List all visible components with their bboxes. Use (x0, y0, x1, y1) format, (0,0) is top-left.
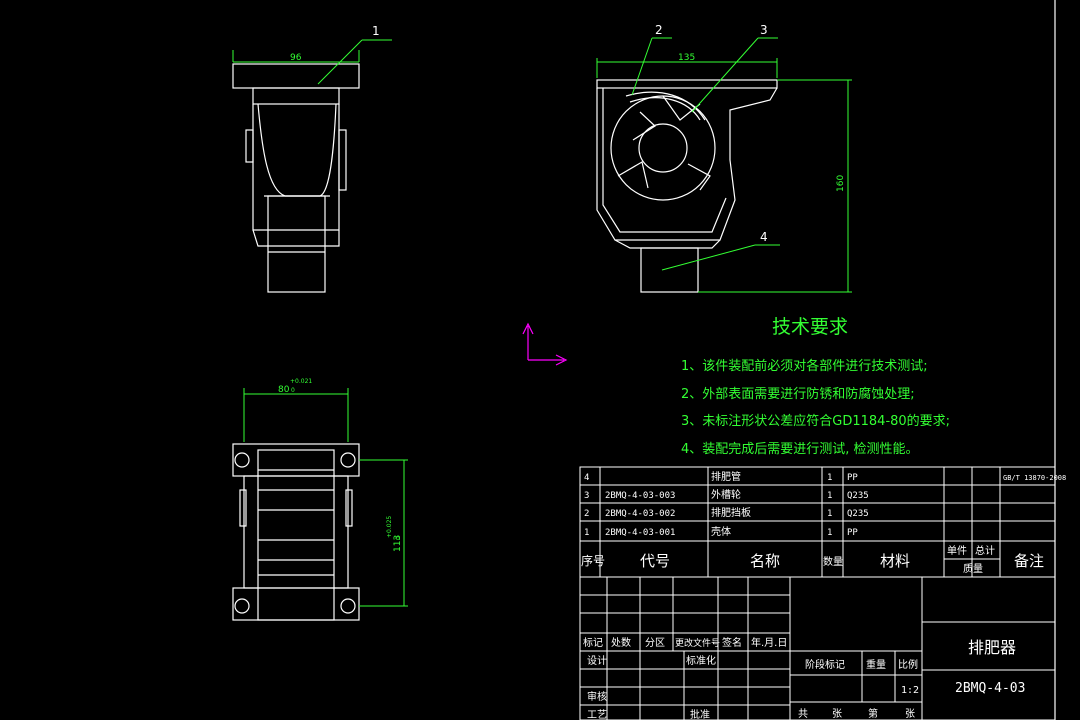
tech-item-4: 4、装配完成后需要进行测试, 检测性能。 (681, 442, 919, 457)
header-mass: 质量 (963, 563, 983, 575)
bom-header: 序号 代号 名称 数量 材料 单件 总计 质量 备注 (581, 544, 1044, 575)
bom-name: 壳体 (711, 525, 731, 538)
bom-no: 1 (584, 528, 589, 538)
dim-plan-height-tol: +0.025 (386, 516, 393, 538)
balloon-1: 1 (372, 24, 380, 38)
bom-qty: 1 (827, 491, 832, 501)
label-sheet-no: 第 (868, 707, 878, 720)
scale-value: 1:2 (901, 685, 919, 696)
header-no: 序号 (581, 553, 605, 568)
bom-material: PP (847, 473, 858, 483)
bom-row-3: 3 2BMQ-4-03-003 外槽轮 1 Q235 (584, 488, 869, 501)
header-code: 代号 (640, 552, 670, 570)
dim-plan-height-tol0: 0 (395, 536, 402, 540)
front-view (232, 39, 392, 293)
header-name: 名称 (750, 552, 780, 570)
label-sheet-unit: 张 (832, 708, 842, 720)
balloon-3: 3 (760, 23, 768, 37)
bom-row-4: 4 排肥管 1 PP GB/T 13870-2008 (584, 470, 1066, 483)
rev-label-date: 年.月.日 (751, 636, 787, 649)
dim-plan-width-tol0: 0 (291, 387, 295, 394)
header-qty: 数量 (823, 555, 843, 568)
label-design: 设计 (587, 654, 607, 667)
tech-title: 技术要求 (772, 316, 848, 338)
rev-label-sign: 签名 (722, 636, 742, 649)
label-process: 工艺 (587, 709, 607, 720)
bom-qty: 1 (827, 528, 832, 538)
title-block-grid (579, 576, 1056, 720)
bom-qty: 1 (827, 509, 832, 519)
bom-material: Q235 (847, 509, 869, 519)
dim-side-width: 135 (678, 53, 695, 63)
bom-note: GB/T 13870-2008 (1003, 474, 1066, 482)
label-approve: 批准 (690, 708, 710, 720)
rev-label-mark: 标记 (583, 637, 603, 649)
bom-no: 4 (584, 473, 589, 483)
label-weight: 重量 (866, 658, 886, 671)
bom-name: 外槽轮 (711, 488, 741, 501)
drawing-number: 2BMQ-4-03 (955, 681, 1025, 696)
rev-label-count: 处数 (611, 636, 631, 649)
ucs-icon (522, 322, 568, 366)
bom-material: Q235 (847, 491, 869, 501)
header-note: 备注 (1014, 552, 1044, 570)
dim-top-width: 96 (290, 53, 302, 63)
label-standardization: 标准化 (686, 654, 716, 667)
balloon-2: 2 (655, 23, 663, 37)
header-unit: 单件 (947, 545, 967, 557)
header-total: 总计 (975, 544, 995, 557)
label-sheet-total: 共 (798, 708, 808, 720)
tech-item-2: 2、外部表面需要进行防锈和防腐蚀处理; (681, 386, 915, 402)
rev-label-zone: 分区 (645, 637, 665, 649)
tech-item-1: 1、该件装配前必须对各部件进行技术测试; (681, 358, 928, 374)
bom-name: 排肥挡板 (711, 506, 751, 519)
label-sheet-unit2: 张 (905, 708, 915, 720)
dim-side-height: 160 (836, 175, 846, 192)
bom-code: 2BMQ-4-03-003 (605, 491, 675, 501)
dim-plan-width-tol: +0.021 (290, 378, 312, 385)
balloon-4: 4 (760, 230, 768, 244)
part-name: 排肥器 (968, 638, 1016, 657)
bom-row-1: 1 2BMQ-4-03-001 壳体 1 PP (584, 525, 858, 538)
dim-plan-height: 113 (393, 535, 403, 552)
tech-item-3: 3、未标注形状公差应符合GD1184-80的要求; (681, 413, 950, 429)
bom-qty: 1 (827, 473, 832, 483)
bom-code: 2BMQ-4-03-001 (605, 528, 675, 538)
bom-material: PP (847, 528, 858, 538)
plan-view (232, 388, 408, 621)
rev-label-file: 更改文件号 (675, 637, 720, 649)
side-view (596, 37, 852, 293)
label-scale: 比例 (898, 658, 918, 671)
bom-row-2: 2 2BMQ-4-03-002 排肥挡板 1 Q235 (584, 506, 869, 519)
dim-plan-width: 80 (278, 385, 290, 395)
label-stage-mark: 阶段标记 (805, 658, 845, 671)
label-review: 审核 (587, 690, 607, 703)
bom-code: 2BMQ-4-03-002 (605, 509, 675, 519)
bom-no: 2 (584, 509, 589, 519)
bom-name: 排肥管 (711, 470, 741, 483)
header-material: 材料 (880, 552, 910, 570)
bom-no: 3 (584, 491, 589, 501)
